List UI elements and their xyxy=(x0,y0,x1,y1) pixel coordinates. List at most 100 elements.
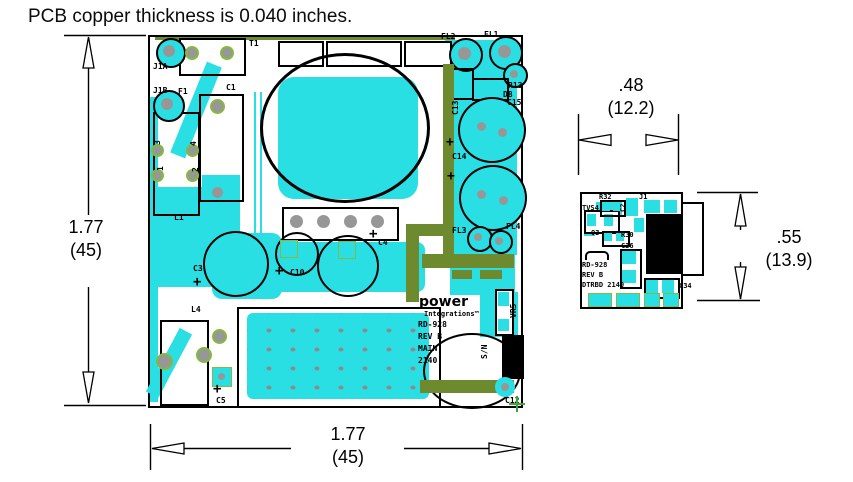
c12-label: C12 xyxy=(505,396,520,405)
dim-small-width-label: .48 (12.2) xyxy=(596,74,666,119)
j1a-label: J1A xyxy=(153,62,168,71)
c10-plus-label: + xyxy=(275,263,284,279)
copper-pour xyxy=(202,175,240,237)
component-ic xyxy=(646,214,682,274)
c15-label: C15 xyxy=(507,98,522,107)
pad-pin2 xyxy=(188,171,197,180)
pad-header xyxy=(317,215,330,228)
page-title: PCB copper thickness is 0.040 inches. xyxy=(28,6,353,27)
c36-label: C36 xyxy=(621,242,634,250)
board-date-label: 2140 xyxy=(418,356,438,365)
pad-c1-top xyxy=(212,101,223,112)
c5-label: C5 xyxy=(216,396,226,405)
j1-connector-bracket xyxy=(683,202,704,276)
dim-bottom-metric: (45) xyxy=(331,446,364,467)
c14-label: C14 xyxy=(452,152,467,161)
dim-small-width-lines xyxy=(577,114,680,175)
c13-label: C13 xyxy=(451,100,460,115)
c10-label: C10 xyxy=(290,268,305,277)
c3-label: C3 xyxy=(193,264,203,273)
c4-label: C4 xyxy=(378,238,388,247)
dim-small-height-label: .55 (13.9) xyxy=(756,226,822,271)
t1-label: T1 xyxy=(249,39,259,48)
component-r32 xyxy=(600,200,626,217)
pin1-label: 1 xyxy=(156,166,165,171)
bottom-pad xyxy=(644,293,660,307)
c2-label: C2 xyxy=(619,203,627,212)
pad-header xyxy=(371,215,384,228)
rd928-label: RD-928 xyxy=(582,261,608,269)
c1-label: C1 xyxy=(226,83,236,92)
pad-header xyxy=(290,215,303,228)
bottom-pad xyxy=(663,293,679,307)
transformer-tab xyxy=(404,41,452,67)
dim-left-metric: (45) xyxy=(69,239,102,260)
component-c14b xyxy=(459,165,527,231)
r32-label: R32 xyxy=(599,193,612,201)
pad-c14 xyxy=(499,196,508,205)
pad-fl4 xyxy=(495,237,503,245)
pad-header xyxy=(344,215,357,228)
c14-plus-b-label: + xyxy=(447,169,455,184)
j1b-label: J1B xyxy=(153,86,168,95)
component-connector xyxy=(153,112,200,216)
component-c14a xyxy=(458,97,526,163)
component-c34 xyxy=(644,278,680,299)
fl3-label: FL3 xyxy=(452,226,467,235)
c14-plus-a-label: + xyxy=(446,135,454,150)
q3-label: Q3 xyxy=(591,229,600,237)
f1-label: F1 xyxy=(178,87,188,96)
pad-pin3 xyxy=(153,146,162,155)
r30-label: R30 xyxy=(621,231,634,239)
pad-j1a xyxy=(163,45,175,57)
c34-label: C34 xyxy=(679,282,692,290)
pad-c14 xyxy=(477,190,486,199)
d8-label: D8 xyxy=(503,90,513,99)
pin3-label: 3 xyxy=(153,140,162,145)
dtrbd-label: DTRBD 2140 xyxy=(582,281,625,289)
dim-left-value: 1.77 xyxy=(68,217,104,237)
dim-small-height-value: .55 xyxy=(776,227,802,247)
bottom-pad xyxy=(616,293,640,307)
pad-d8 xyxy=(510,70,518,78)
tvs4-label: TVS4 xyxy=(582,204,599,212)
pad-j1b xyxy=(161,98,173,110)
r13-label: R13 xyxy=(508,81,523,90)
copper-trace xyxy=(254,92,256,272)
c3-plus-label: + xyxy=(193,274,202,290)
c4-plus-label: + xyxy=(369,226,378,242)
olive-pad xyxy=(480,270,502,279)
component-vr5 xyxy=(495,289,514,336)
pad-fl1 xyxy=(498,45,511,58)
fl1-label: FL1 xyxy=(484,30,499,39)
board-rev-label: REV B xyxy=(418,332,443,341)
pad-c14 xyxy=(477,122,486,131)
fl4-label: FL4 xyxy=(506,222,521,231)
j1-label: J1 xyxy=(639,193,648,201)
pad-l4 xyxy=(198,349,210,361)
l4-label: L4 xyxy=(191,305,201,314)
copper xyxy=(634,218,644,232)
pad-fl2 xyxy=(458,47,471,60)
pad-t1 xyxy=(222,48,232,58)
pad-c5-square xyxy=(212,367,232,387)
bottom-pad xyxy=(588,293,612,307)
pad-c5-round xyxy=(214,331,225,342)
olive-trace-vertical xyxy=(443,64,454,262)
pin4-label: 4 xyxy=(189,141,198,146)
pad-t1 xyxy=(187,48,197,58)
c5-plus-label: + xyxy=(213,381,222,397)
pad-l4 xyxy=(158,355,171,368)
dim-bottom-label: 1.77 (45) xyxy=(320,423,376,468)
pad-fl3 xyxy=(474,233,482,241)
olive-trace-down xyxy=(406,224,419,302)
trace-top-edge xyxy=(155,37,455,40)
board-id-label: RD-928 xyxy=(418,320,447,329)
logo-sub-label: Integrations™ xyxy=(424,310,479,318)
dim-left-label: 1.77 (45) xyxy=(58,216,114,261)
pad-pin4 xyxy=(188,146,197,155)
component-c3 xyxy=(203,231,269,297)
